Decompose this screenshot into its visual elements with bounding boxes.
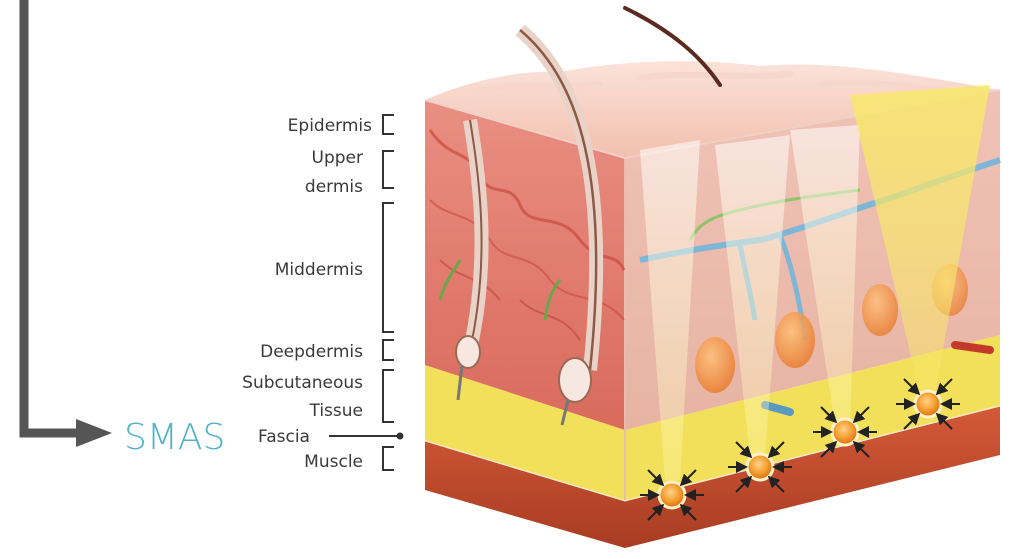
bracket-middermis [383,203,394,332]
arrow-right-icon [24,0,112,447]
label-subcutaneous-line1: Subcutaneous [242,373,363,393]
label-epidermis: Epidermis [288,116,372,136]
bracket-subcutaneous [383,370,394,422]
label-smas: SMAS [124,417,225,458]
label-deepdermis: Deepdermis [260,342,363,362]
bracket-deepdermis [383,340,394,360]
label-subcutaneous-line2: Tissue [308,401,363,421]
bracket-muscle [383,447,394,470]
label-upper-dermis-line2: dermis [305,177,363,197]
skin-block [425,8,1000,548]
blood-vessel-red [955,345,990,350]
label-upper-dermis-line1: Upper [312,148,363,168]
bracket-upper-dermis [383,151,394,188]
label-fascia: Fascia [258,427,310,447]
bracket-epidermis [383,115,394,134]
label-muscle: Muscle [304,452,363,472]
fascia-pointer [329,433,404,440]
layer-brackets [383,115,394,470]
label-middermis: Middermis [275,260,363,280]
